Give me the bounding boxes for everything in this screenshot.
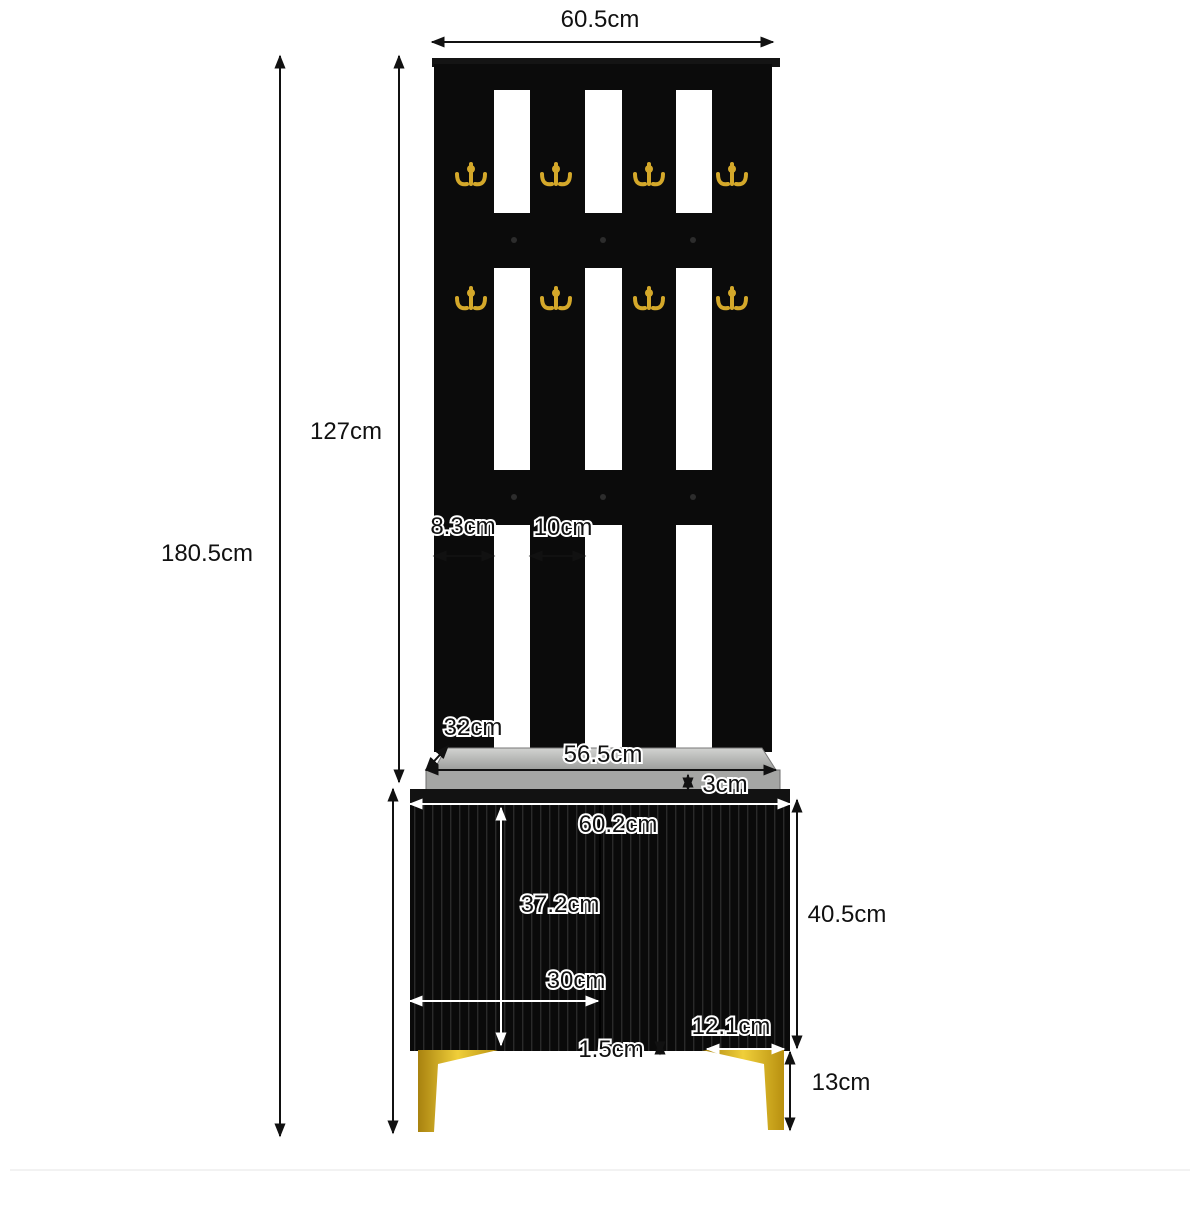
screw <box>511 494 517 500</box>
hook-icon <box>540 162 572 187</box>
label-door-height: 37.2cm <box>521 891 600 918</box>
rack-top-rail <box>434 64 772 90</box>
hook-icon <box>633 286 665 311</box>
label-cabinet-height: 40.5cm <box>808 901 887 928</box>
rack-top-board <box>432 58 780 67</box>
label-slat-width: 10cm <box>534 514 593 541</box>
rack-side-panel-left <box>434 64 494 752</box>
label-rack-width: 60.5cm <box>561 6 640 33</box>
dimension-labels: 60.5cm 180.5cm 127cm 8.3cm 10cm 32cm 56.… <box>161 6 886 1096</box>
cabinet-door-right <box>601 803 790 1051</box>
hook-icon <box>540 286 572 311</box>
screw <box>690 494 696 500</box>
label-door-gap: 1.5cm <box>578 1036 643 1063</box>
label-rack-height: 127cm <box>310 418 382 445</box>
dimension-lines <box>274 36 803 1138</box>
rack-side-panel-right <box>712 64 772 752</box>
hook-icon <box>633 162 665 187</box>
hook-icon <box>716 162 748 187</box>
shoe-cabinet <box>410 789 790 1132</box>
coat-hooks <box>455 162 748 311</box>
screw <box>600 237 606 243</box>
label-cushion-length: 56.5cm <box>564 741 643 768</box>
screw <box>600 494 606 500</box>
label-door-width: 30cm <box>547 967 606 994</box>
cabinet-leg-right <box>702 1050 784 1130</box>
label-total-height: 180.5cm <box>161 540 253 567</box>
screw <box>511 237 517 243</box>
hook-icon <box>716 286 748 311</box>
label-side-panel-width: 8.3cm <box>430 513 495 540</box>
coat-rack <box>432 58 780 752</box>
hook-icon <box>455 162 487 187</box>
cabinet-leg-left <box>418 1050 498 1132</box>
cabinet-door-left <box>410 803 599 1051</box>
label-cushion-thickness: 3cm <box>702 771 747 798</box>
screw <box>690 237 696 243</box>
label-leg-height: 13cm <box>812 1069 871 1096</box>
label-cabinet-width: 60.2cm <box>579 811 658 838</box>
label-leg-offset: 12.1cm <box>692 1013 771 1040</box>
hook-icon <box>455 286 487 311</box>
label-cushion-depth: 32cm <box>444 714 503 741</box>
